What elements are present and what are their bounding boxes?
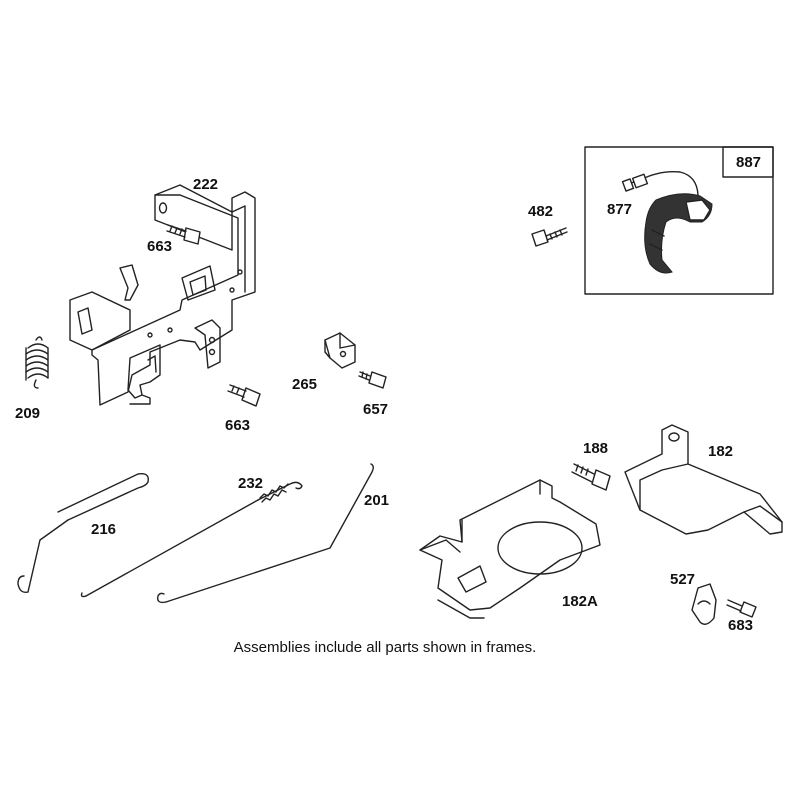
label-663-lower: 663: [225, 417, 250, 434]
assembly-frame-887: [584, 146, 774, 295]
label-222: 222: [193, 176, 218, 193]
label-209: 209: [15, 405, 40, 422]
part-527-clamp: [691, 583, 717, 625]
label-683: 683: [728, 617, 753, 634]
label-182: 182: [708, 443, 733, 460]
part-663-bolt-upper: [166, 224, 201, 245]
part-265-clip: [324, 332, 356, 369]
label-663-upper: 663: [147, 238, 172, 255]
label-482: 482: [528, 203, 553, 220]
label-887: 887: [736, 154, 761, 171]
part-182-bracket: [624, 424, 783, 535]
part-877-switch-harness: [621, 170, 713, 274]
part-663-bolt-lower: [227, 384, 261, 407]
label-216: 216: [91, 521, 116, 538]
part-188-bolt: [571, 463, 611, 491]
part-222-control-bracket: [69, 184, 256, 406]
label-657: 657: [363, 401, 388, 418]
label-877: 877: [607, 201, 632, 218]
label-188: 188: [583, 440, 608, 457]
label-265: 265: [292, 376, 317, 393]
part-232-governor-spring-rod: [80, 481, 303, 598]
part-482-bolt: [531, 227, 568, 247]
part-216-throttle-link: [17, 472, 149, 594]
part-209-spring: [25, 336, 49, 389]
part-657-screw: [358, 371, 387, 389]
label-232: 232: [238, 475, 263, 492]
footnote: Assemblies include all parts shown in fr…: [234, 639, 537, 656]
part-683-screw: [726, 599, 757, 618]
label-201: 201: [364, 492, 389, 509]
part-201-choke-rod: [156, 463, 374, 604]
label-182a: 182A: [562, 593, 598, 610]
label-527: 527: [670, 571, 695, 588]
part-182a-plate: [419, 479, 601, 619]
